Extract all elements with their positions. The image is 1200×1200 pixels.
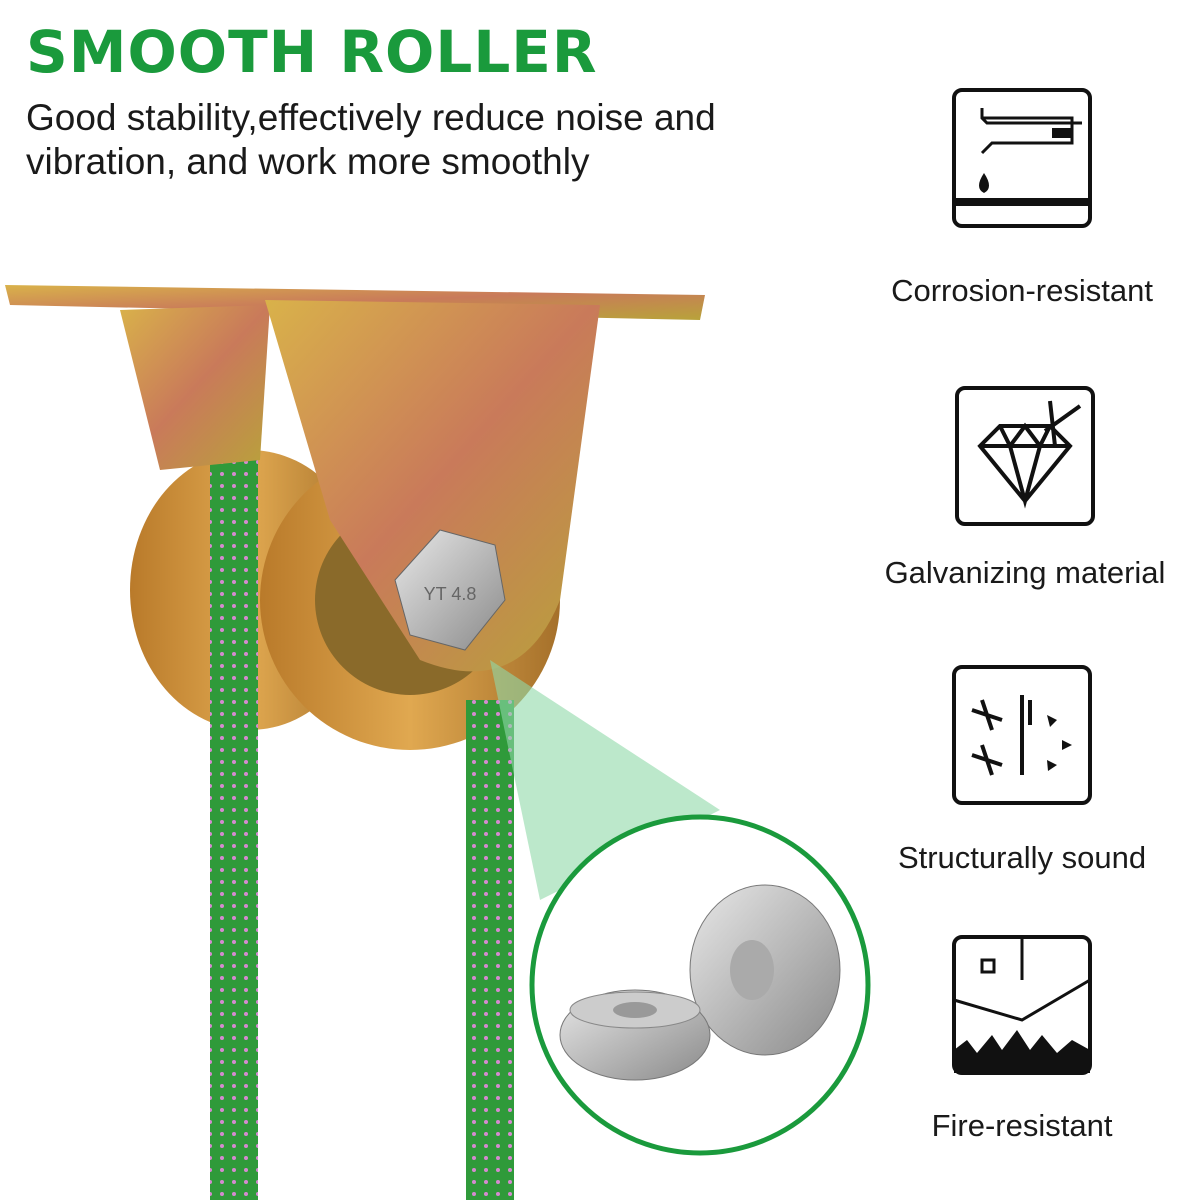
- page-title: SMOOTH ROLLER: [26, 18, 598, 86]
- fire-icon: [952, 935, 1092, 1075]
- pulley-product-image: YT 4.8: [5, 285, 871, 1200]
- bolt-head: YT 4.8: [394, 529, 506, 651]
- feature-label: Structurally sound: [897, 840, 1147, 875]
- svg-text:YT 4.8: YT 4.8: [424, 584, 477, 604]
- diamond-icon: [955, 386, 1095, 526]
- zoom-highlight: [490, 660, 720, 900]
- bearing-detail-circle: [529, 814, 871, 1156]
- feature-label: Corrosion-resistant: [891, 273, 1153, 308]
- feature-fire-resistant: Fire-resistant: [852, 935, 1192, 1144]
- feature-corrosion-resistant: Corrosion-resistant: [852, 88, 1192, 309]
- feature-label: Fire-resistant: [931, 1108, 1113, 1143]
- feature-structurally-sound: Structurally sound: [852, 665, 1192, 876]
- feature-label: Galvanizing material: [884, 555, 1166, 590]
- mounting-plate: [5, 285, 705, 672]
- rope-right: [466, 700, 514, 1200]
- corrosion-icon: [952, 88, 1092, 228]
- rope-left: [210, 460, 258, 1200]
- structure-icon: [952, 665, 1092, 805]
- feature-galvanizing-material: Galvanizing material: [855, 386, 1195, 591]
- subtitle: Good stability,effectively reduce noise …: [26, 97, 716, 182]
